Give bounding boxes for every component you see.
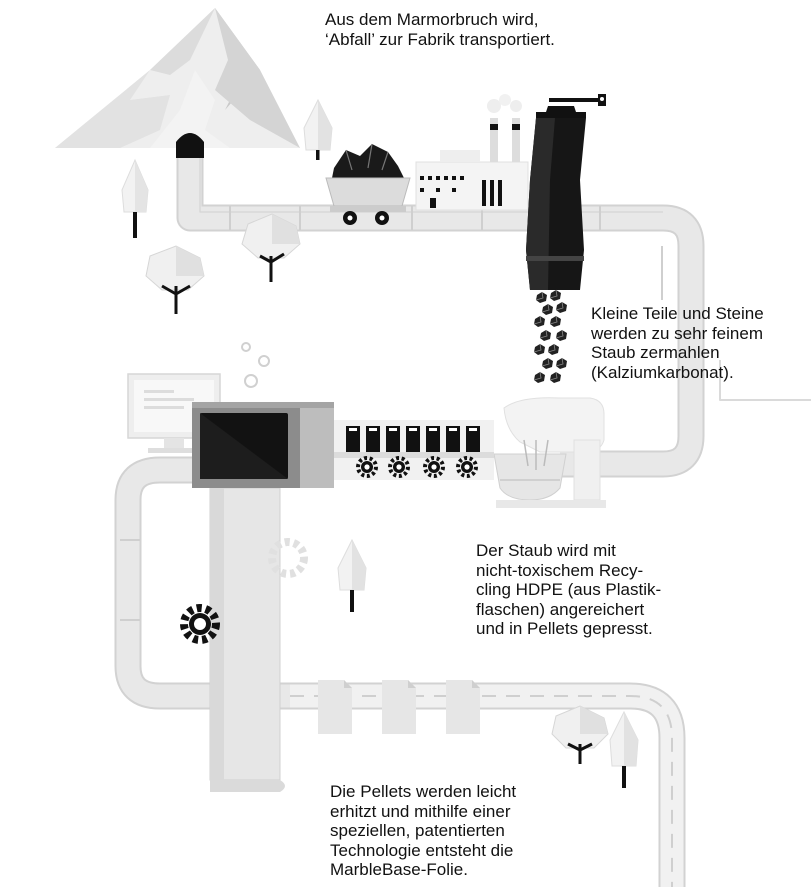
caption-enrichment: Der Staub wird mit nicht-toxischem Recy-…: [476, 541, 716, 639]
extruder-machine-icon: [192, 402, 334, 792]
tree-icon: [610, 712, 638, 788]
caption-transport: Aus dem Marmorbruch wird, ‘Abfall’ zur F…: [325, 10, 625, 49]
foil-sheet-icon: [382, 680, 416, 734]
tree-icon: [146, 246, 204, 314]
factory-icon: [416, 94, 528, 210]
grinder-icon: [526, 94, 606, 290]
foil-sheet-icon: [446, 680, 480, 734]
bubbles-icon: [242, 343, 269, 387]
stone-particles-icon: [534, 290, 567, 383]
tree-icon: [338, 540, 366, 612]
tree-icon: [122, 160, 148, 238]
foil-sheet-icon: [318, 680, 352, 734]
tree-icon: [242, 214, 300, 282]
caption-grinding: Kleine Teile und Steine werden zu sehr f…: [591, 304, 806, 382]
mountain-icon: [55, 8, 300, 148]
tree-icon: [552, 706, 608, 764]
caption-film: Die Pellets werden leicht erhitzt und mi…: [330, 782, 600, 880]
tree-icon: [304, 100, 332, 160]
stand-mixer-icon: [494, 398, 606, 508]
